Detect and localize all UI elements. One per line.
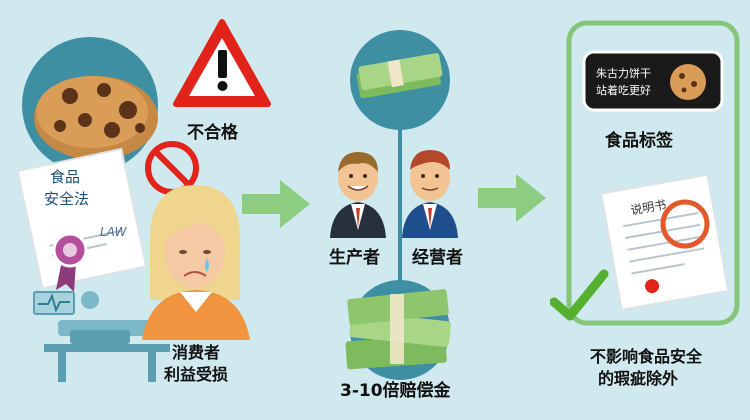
exception-label-line1: 不影响食品安全 <box>590 346 702 368</box>
producer-avatar <box>330 152 386 238</box>
seal-icon <box>54 234 86 292</box>
law-stamp-text: LAW <box>100 225 128 239</box>
warning-triangle-icon <box>176 22 268 104</box>
label-card-line2: 站着吃更好 <box>596 83 651 97</box>
warning-label: 不合格 <box>187 118 238 143</box>
cookie-icon <box>34 76 158 160</box>
arrow-right-icon <box>240 176 316 232</box>
prohibition-icon <box>148 144 196 192</box>
label-card-line1: 朱古力饼干 <box>596 66 651 80</box>
label-card <box>584 52 722 110</box>
operator-avatar <box>402 150 458 238</box>
food-label-caption: 食品标签 <box>605 126 673 151</box>
woman-avatar <box>142 185 250 340</box>
law-document-icon <box>18 149 147 288</box>
operator-label: 经营者 <box>412 243 463 268</box>
exception-label-line2: 的瑕疵除外 <box>598 368 678 390</box>
producer-label: 生产者 <box>329 243 380 268</box>
law-doc-line2: 安全法 <box>44 190 89 208</box>
money-pile-icon <box>345 289 451 370</box>
consumer-label-line1: 消费者 <box>172 342 220 364</box>
consumer-label-line2: 利益受损 <box>164 364 228 386</box>
compensation-illustration <box>318 20 488 400</box>
arrow-right-icon-2 <box>476 170 552 226</box>
manual-document-icon <box>601 175 728 310</box>
compensation-label: 3-10倍赔偿金 <box>340 376 451 401</box>
checkmark-icon <box>550 268 610 328</box>
law-doc-line1: 食品 <box>50 168 80 186</box>
